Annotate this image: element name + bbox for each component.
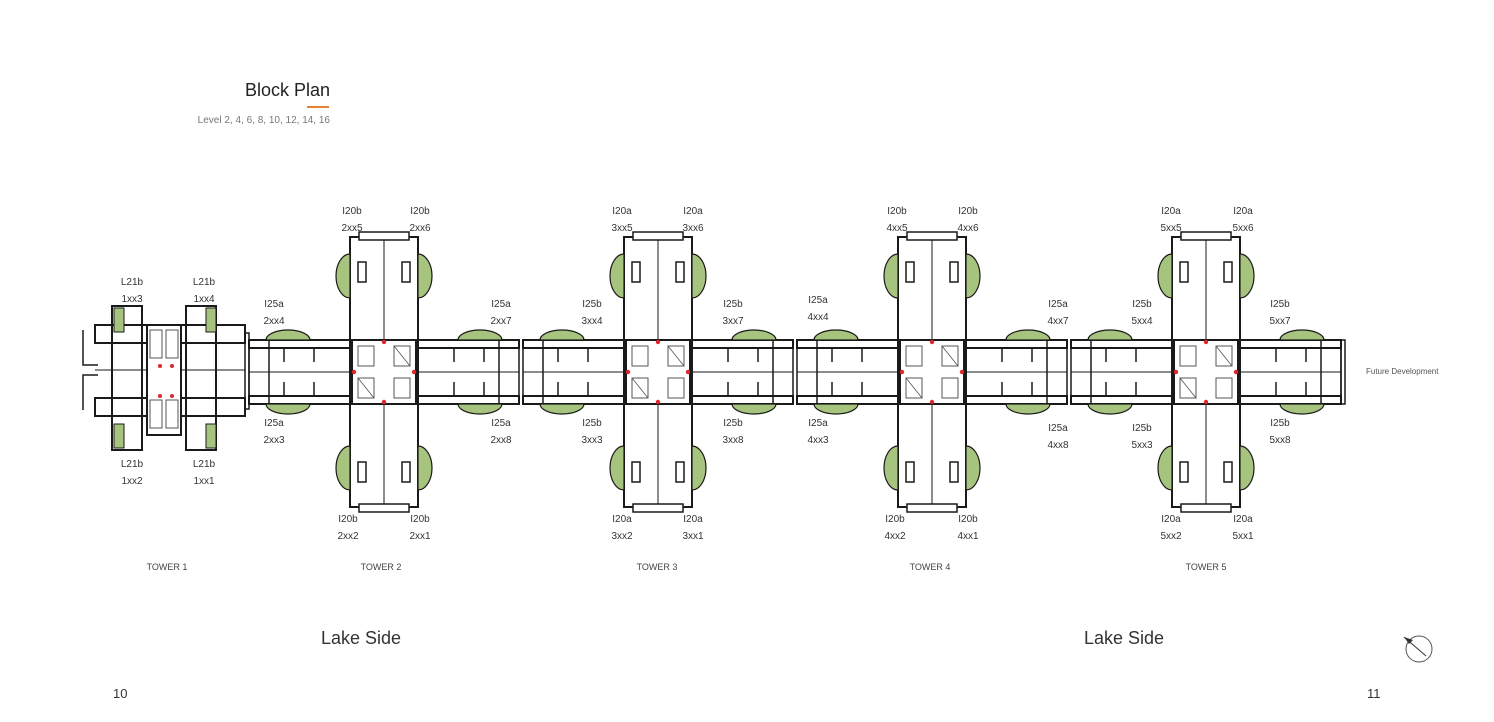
- level-subtitle: Level 2, 4, 6, 8, 10, 12, 14, 16: [197, 115, 330, 126]
- tower-2-plan: [248, 231, 520, 513]
- page-number-left: 10: [113, 686, 128, 701]
- tower-label-1: TOWER 1: [146, 562, 188, 572]
- tower-label-2: TOWER 2: [360, 562, 402, 572]
- tower-4-plan: [796, 231, 1068, 513]
- title-underline: [307, 106, 329, 108]
- tower-label-3: TOWER 3: [636, 562, 678, 572]
- tower-5-plan: [1070, 231, 1342, 513]
- page-title: Block Plan: [244, 80, 330, 100]
- lake-side-label-right: Lake Side: [1084, 628, 1165, 648]
- north-arrow-icon: [1403, 635, 1433, 663]
- tower-label-5: TOWER 5: [1185, 562, 1227, 572]
- page-number-right: 11: [1367, 686, 1381, 701]
- lake-side-label-left: Lake Side: [321, 628, 402, 648]
- future-development-label: Future Development: [1366, 367, 1439, 376]
- tower-label-4: TOWER 4: [909, 562, 951, 572]
- tower-3-plan: [522, 231, 794, 513]
- tower-1-plan: [82, 305, 246, 451]
